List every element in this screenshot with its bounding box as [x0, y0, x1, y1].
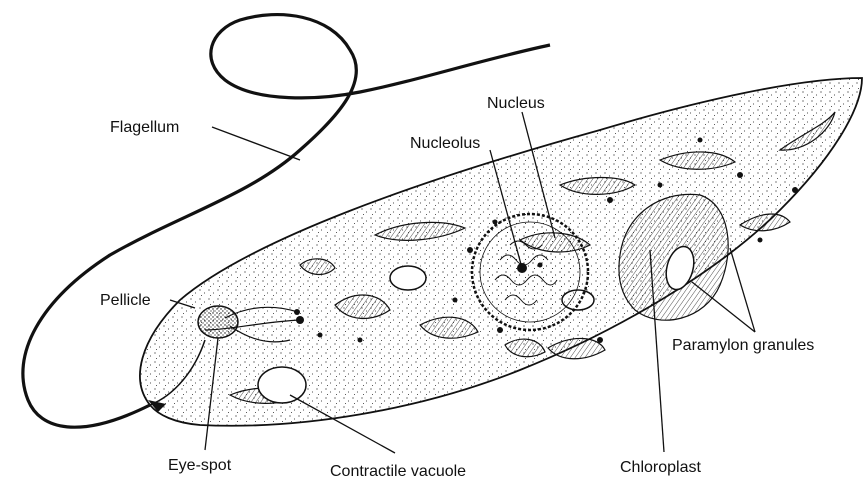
leader-paramylon-2 — [730, 248, 755, 332]
label-nucleolus: Nucleolus — [410, 135, 480, 152]
leader-flagellum — [212, 127, 300, 160]
contractile-vacuole — [258, 367, 306, 403]
label-eye-spot: Eye-spot — [168, 457, 232, 474]
nucleus — [472, 214, 588, 330]
label-flagellum: Flagellum — [110, 119, 179, 136]
label-nucleus: Nucleus — [487, 95, 545, 112]
label-chloroplast: Chloroplast — [620, 459, 701, 476]
label-pellicle: Pellicle — [100, 292, 151, 309]
label-contractile-vacuole: Contractile vacuole — [330, 463, 466, 480]
label-paramylon-granules: Paramylon granules — [672, 337, 814, 354]
